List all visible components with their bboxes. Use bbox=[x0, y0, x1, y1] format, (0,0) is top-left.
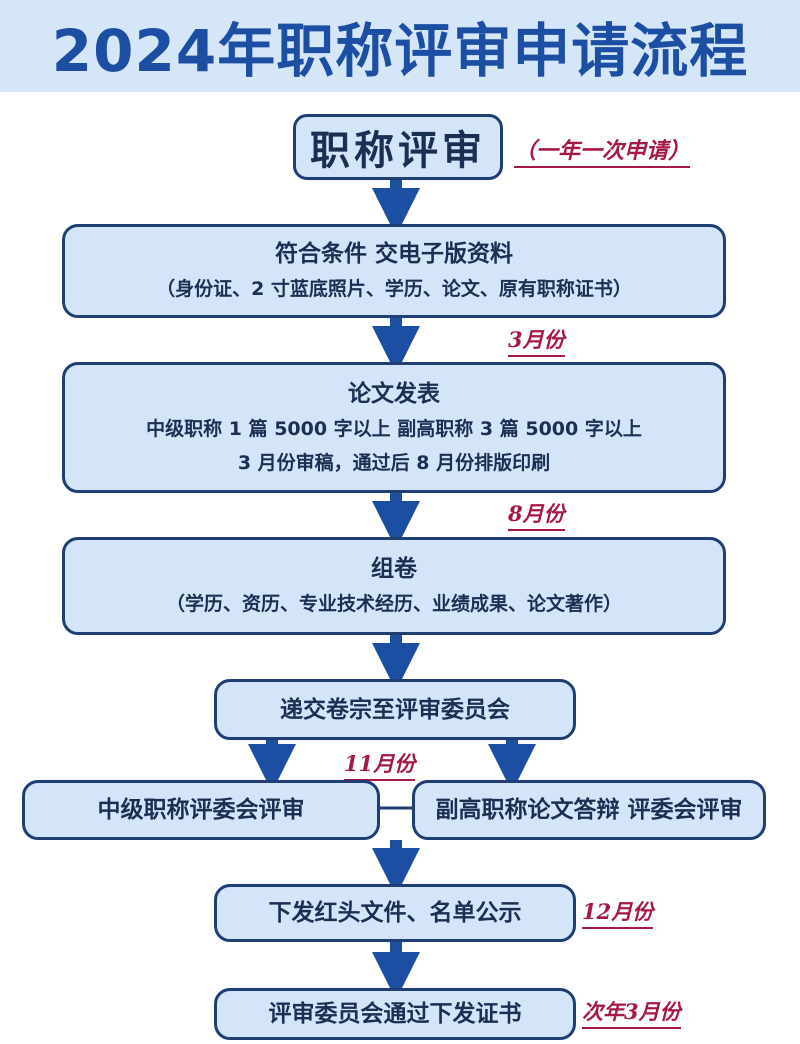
note-next-march: 次年3月份 bbox=[582, 996, 681, 1029]
note-underline bbox=[508, 529, 565, 531]
note-underline bbox=[344, 779, 416, 781]
step-submit-dossier: 递交卷宗至评审委员会 bbox=[214, 679, 576, 740]
step-paper-publication-title: 论文发表 bbox=[348, 380, 440, 407]
step-compile-dossier: 组卷 （学历、资历、专业技术经历、业绩成果、论文著作） bbox=[62, 537, 726, 635]
header-banner: 2024年职称评审申请流程 bbox=[0, 0, 800, 92]
page-title: 2024年职称评审申请流程 bbox=[51, 17, 749, 85]
step-publicize-list-title: 下发红头文件、名单公示 bbox=[268, 900, 522, 926]
step-submit-materials: 符合条件 交电子版资料 （身份证、2 寸蓝底照片、学历、论文、原有职称证书） bbox=[62, 224, 726, 318]
step-publicize-list: 下发红头文件、名单公示 bbox=[214, 884, 576, 942]
step-intermediate-review-title: 中级职称评委会评审 bbox=[97, 797, 305, 823]
step-compile-dossier-title: 组卷 bbox=[371, 556, 417, 582]
start-title: 职称评审 bbox=[310, 127, 486, 174]
step-paper-publication-line1: 中级职称 1 篇 5000 字以上 副高职称 3 篇 5000 字以上 bbox=[146, 417, 642, 440]
step-submit-materials-title: 符合条件 交电子版资料 bbox=[274, 241, 513, 267]
note-november: 11月份 bbox=[344, 748, 416, 781]
note-underline bbox=[508, 355, 565, 357]
start-note: （一年一次申请） bbox=[514, 133, 691, 168]
note-december: 12月份 bbox=[582, 896, 654, 929]
step-paper-publication-line2: 3 月份审稿，通过后 8 月份排版印刷 bbox=[237, 451, 551, 474]
note-underline bbox=[582, 1027, 681, 1029]
step-submit-materials-detail: （身份证、2 寸蓝底照片、学历、论文、原有职称证书） bbox=[156, 278, 632, 300]
start-box: 职称评审 bbox=[293, 114, 503, 180]
step-senior-defense-review: 副高职称论文答辩 评委会评审 bbox=[412, 780, 766, 840]
step-issue-certificate: 评审委员会通过下发证书 bbox=[214, 988, 576, 1040]
note-underline bbox=[582, 927, 654, 929]
note-march: 3月份 bbox=[508, 324, 565, 357]
note-august: 8月份 bbox=[508, 498, 565, 531]
step-compile-dossier-detail: （学历、资历、专业技术经历、业绩成果、论文著作） bbox=[165, 593, 622, 615]
step-submit-dossier-title: 递交卷宗至评审委员会 bbox=[280, 696, 510, 723]
step-intermediate-review: 中级职称评委会评审 bbox=[22, 780, 380, 840]
step-issue-certificate-title: 评审委员会通过下发证书 bbox=[268, 1001, 522, 1027]
note-underline bbox=[514, 166, 691, 168]
step-senior-defense-review-title: 副高职称论文答辩 评委会评审 bbox=[435, 797, 743, 823]
step-paper-publication: 论文发表 中级职称 1 篇 5000 字以上 副高职称 3 篇 5000 字以上… bbox=[62, 362, 726, 493]
